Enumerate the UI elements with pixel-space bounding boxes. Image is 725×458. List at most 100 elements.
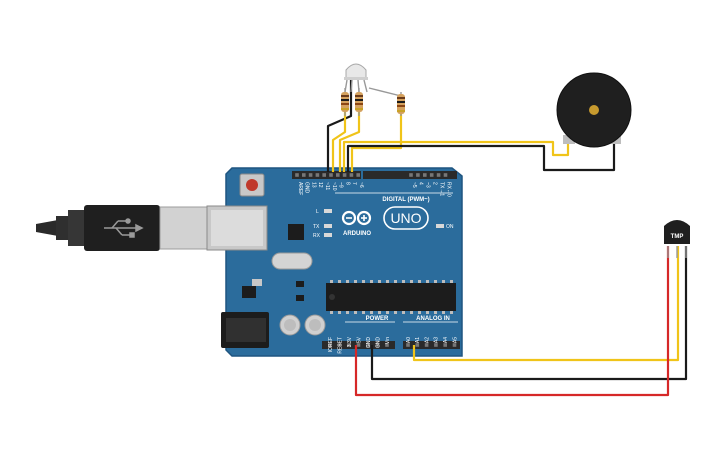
digital-pin-hole[interactable] [322, 173, 326, 177]
regulator [242, 286, 256, 298]
temperature-sensor[interactable]: TMP [664, 220, 690, 258]
digital-pin-label: AREF [297, 182, 303, 195]
usb-plug-metal [159, 206, 209, 250]
analog-pin-hole[interactable] [406, 343, 410, 347]
atmega-chip [326, 283, 456, 311]
usb-cable[interactable] [36, 205, 209, 251]
digital-pin-label: 7 [351, 182, 357, 185]
wire-buzzer-black[interactable] [346, 140, 616, 172]
power-pin-label: GND [375, 337, 381, 349]
wire-sensor-gnd[interactable] [370, 246, 688, 381]
usb-cable-strain [56, 216, 70, 240]
power-header-label: POWER [366, 316, 389, 322]
smd-chip-1 [296, 295, 304, 301]
regulator-tab [252, 279, 262, 286]
piezo-buzzer[interactable] [556, 72, 632, 148]
digital-pin-label: 2 [432, 182, 438, 185]
digital-pin-hole[interactable] [409, 173, 413, 177]
digital-pin-label: GND [304, 182, 310, 194]
digital-pin-hole[interactable] [436, 173, 441, 177]
analog-pin-hole[interactable] [415, 343, 420, 347]
resistor-3[interactable] [368, 87, 405, 116]
analog-pin-hole[interactable] [434, 343, 438, 347]
brand-label: ARDUINO [343, 231, 371, 237]
rgb-led-dome [345, 63, 367, 79]
power-pin-holes[interactable] [328, 343, 389, 347]
analog-pin-hole[interactable] [443, 343, 447, 347]
arduino-logo-icon [341, 210, 372, 226]
reset-button-cap[interactable] [246, 179, 258, 191]
usb-cable-tail [36, 220, 58, 236]
tmp-sensor-label: TMP [671, 234, 684, 240]
wire-yellow-10[interactable] [350, 112, 403, 172]
digital-pin-hole[interactable] [302, 173, 306, 177]
wire-sensor-5v[interactable] [354, 246, 670, 397]
power-pin-label: RESET [337, 337, 343, 354]
led-l [324, 209, 332, 213]
digital-pin-hole[interactable] [349, 173, 354, 177]
power-pin-label: IOREF [328, 337, 334, 352]
uno-label: UNO [390, 210, 421, 226]
power-pin-hole[interactable] [337, 343, 342, 347]
usb-chip [288, 224, 304, 240]
digital-pin-label: ~6 [358, 182, 364, 188]
led-rx-label: RX [313, 233, 321, 239]
buzzer-center [589, 105, 599, 115]
power-pin-label: 3.3V [347, 336, 353, 347]
power-pin-hole[interactable] [385, 343, 389, 347]
wire-sensor-signal[interactable] [412, 246, 680, 362]
wires [326, 78, 688, 397]
digital-pin-label: 4 [418, 182, 424, 185]
digital-pin-hole[interactable] [315, 173, 320, 177]
power-pin-label: 5V [356, 336, 362, 343]
wire-buzzer-yellow[interactable] [342, 140, 570, 172]
power-pin-hole[interactable] [328, 343, 332, 347]
digital-pin-hole[interactable] [329, 173, 333, 177]
digital-pin-label: 8 [344, 182, 350, 185]
resistor-1[interactable] [341, 88, 349, 116]
rgb-led[interactable] [344, 63, 368, 93]
analog-pin-label: A1 [415, 337, 421, 343]
led-rx [324, 233, 332, 237]
digital-pin-hole[interactable] [342, 173, 347, 177]
digital-pin-hole[interactable] [356, 173, 360, 177]
digital-pin-hole[interactable] [295, 173, 299, 177]
digital-pin-holes[interactable] [295, 173, 448, 177]
tmp-sensor-body [664, 220, 690, 244]
usb-icon [104, 218, 144, 238]
resistor-2[interactable] [355, 88, 363, 116]
digital-pin-hole[interactable] [423, 173, 427, 177]
analog-pin-holes[interactable] [406, 343, 457, 347]
digital-pin-hole[interactable] [416, 173, 420, 177]
analog-pin-hole[interactable] [424, 343, 429, 347]
digital-pin-label: 13 [310, 182, 316, 188]
digital-pin-hole[interactable] [429, 173, 434, 177]
power-pin-hole[interactable] [366, 343, 370, 347]
digital-pin-label: ~11 [324, 182, 330, 190]
power-pin-hole[interactable] [347, 343, 351, 347]
wire-led-pin-13[interactable] [326, 78, 353, 172]
smd-chip-2 [296, 281, 304, 287]
analog-header [403, 341, 460, 349]
power-pin-hole[interactable] [356, 343, 361, 347]
digital-header-left [292, 171, 361, 179]
digital-pin-hole[interactable] [336, 173, 340, 177]
digital-pin-label: TX→1 [438, 182, 444, 196]
power-pin-hole[interactable] [375, 343, 380, 347]
analog-pin-label: A4 [443, 337, 449, 343]
uno-label-frame [383, 206, 429, 230]
wire-yellow-11[interactable] [338, 112, 361, 172]
led-on [436, 224, 444, 228]
wire-yellow-12[interactable] [331, 112, 347, 172]
analog-pin-hole[interactable] [452, 343, 457, 347]
power-pin-label: GND [366, 337, 372, 349]
digital-pin-hole[interactable] [308, 173, 313, 177]
usb-cable-neck [68, 210, 86, 246]
analog-pin-label: A2 [424, 337, 430, 343]
analog-pin-label: A0 [406, 337, 412, 343]
digital-pin-hole[interactable] [443, 173, 448, 177]
